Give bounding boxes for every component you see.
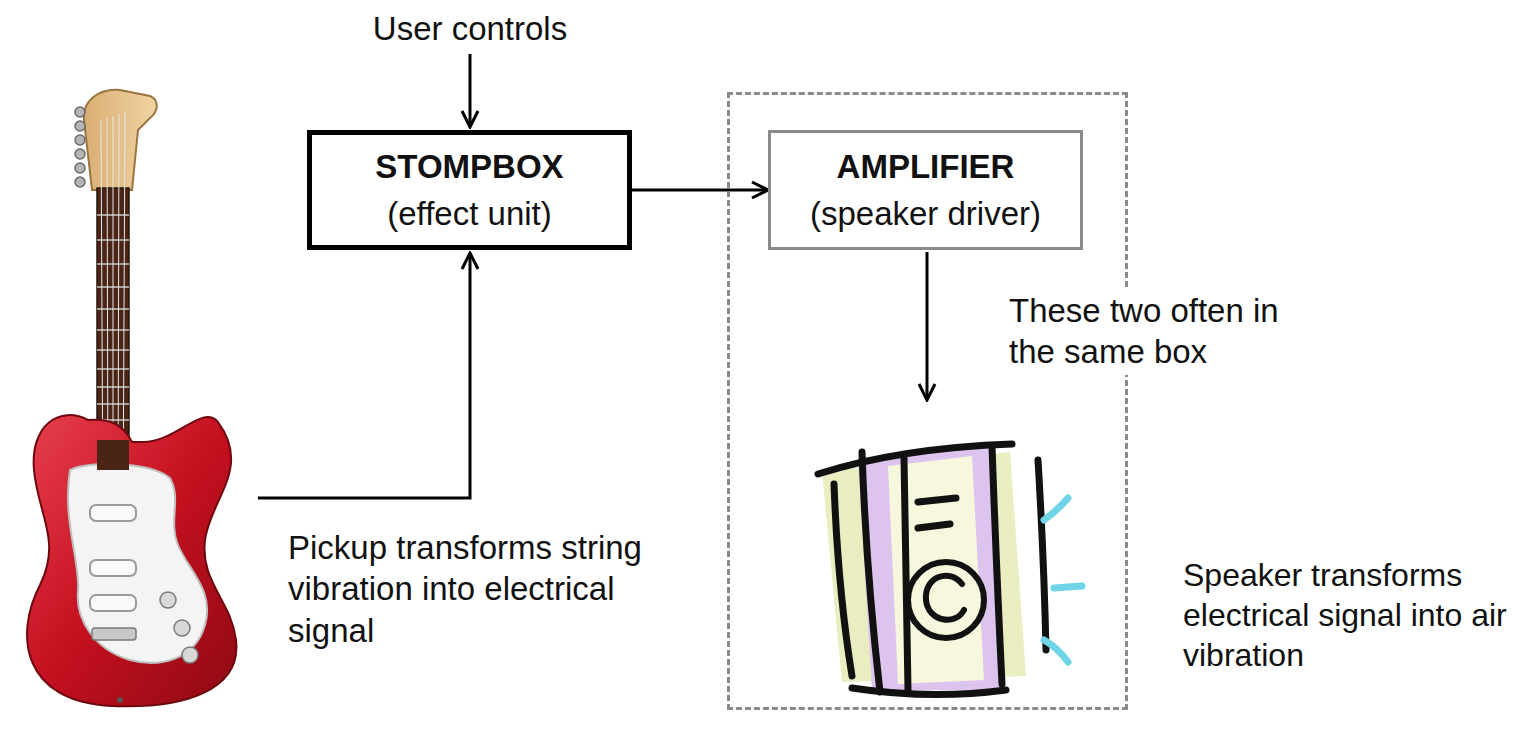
note-text: Pickup transforms string vibration into …	[288, 527, 658, 651]
node-title: STOMPBOX	[375, 146, 563, 187]
control-arrow	[469, 54, 472, 127]
note-text: Speaker transforms electrical signal int…	[1183, 555, 1528, 675]
enclosure-group: These two often in the same boxAMPLIFIER…	[727, 92, 1128, 710]
signal-arrow	[632, 189, 768, 192]
input-label: User controls	[330, 8, 610, 49]
signal-wire	[258, 253, 470, 498]
speaker-icon	[818, 444, 1082, 695]
node-subtitle: (effect unit)	[387, 193, 551, 234]
node-title: AMPLIFIER	[837, 146, 1015, 187]
node-subtitle: (speaker driver)	[810, 193, 1041, 234]
guitar-illustration	[27, 90, 236, 707]
drive-arrow	[926, 252, 929, 400]
effect-box: STOMPBOX (effect unit)	[307, 130, 632, 250]
amplifier-box: AMPLIFIER (speaker driver)	[768, 130, 1083, 250]
node-title: These two often in the same box	[1005, 288, 1328, 375]
